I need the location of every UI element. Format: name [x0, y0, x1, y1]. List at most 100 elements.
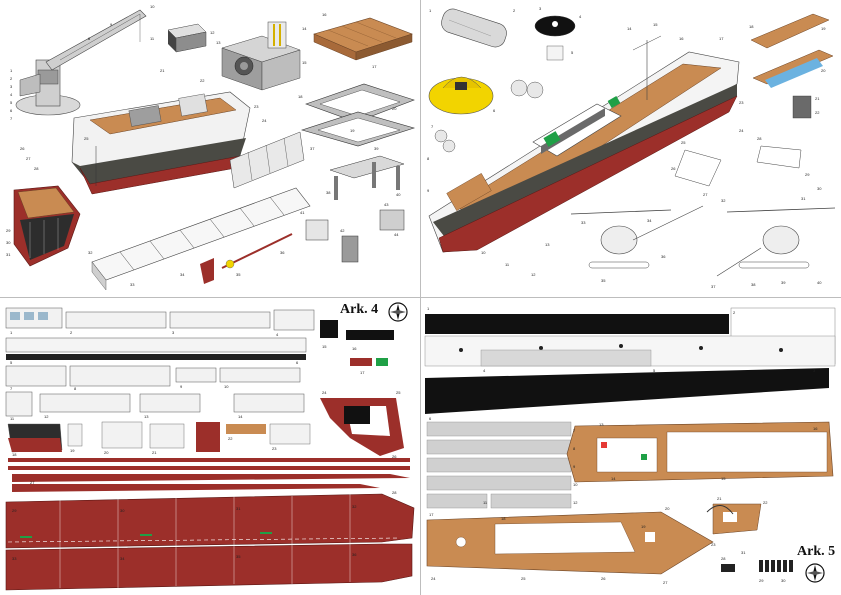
part-number: 36	[280, 250, 285, 255]
part-number: 8	[74, 386, 77, 391]
part-number: 33	[581, 220, 586, 225]
sheet-label: Ark. 5	[797, 544, 836, 559]
part-number: 5	[653, 368, 656, 373]
part-number: 19	[821, 26, 826, 31]
part-number: 14	[238, 414, 243, 419]
hull-side-panels	[5, 493, 415, 591]
part-number: 10	[150, 4, 155, 9]
part-number: 33	[12, 556, 17, 561]
part-number: 7	[10, 386, 13, 391]
part-number: 36	[661, 254, 666, 259]
part-number: 25	[521, 576, 526, 581]
part-number: 31	[236, 506, 241, 511]
part-number: 9	[427, 188, 430, 193]
part-number: 37	[711, 284, 716, 289]
part-number: 26	[392, 454, 397, 459]
part-number: 2	[70, 330, 73, 335]
part-number: 12	[531, 272, 536, 277]
part-number: 9	[573, 464, 576, 469]
part-number: 40	[817, 280, 822, 285]
part-number: 25	[84, 136, 89, 141]
hull-strips	[8, 458, 410, 492]
part-number: 31	[741, 550, 746, 555]
part-number: 13	[144, 414, 149, 419]
parts-sheet-ark4-drawing: 1 2 3 4 5 6 7 8 9 10 11 12 13 14 15 16 1…	[5, 307, 415, 591]
part-number: 17	[372, 64, 377, 69]
part-number: 37	[310, 146, 315, 151]
part-number: 27	[663, 580, 668, 585]
part-number-labels: 1 2 3 4 5 6 7 8 9 10 11 12 13 14 15 16 1…	[6, 4, 401, 287]
compass-seal-icon	[805, 563, 825, 583]
part-number: 31	[801, 196, 806, 201]
part-number: 34	[647, 218, 652, 223]
part-number: 28	[757, 136, 762, 141]
part-number: 23	[739, 100, 744, 105]
part-number: 35	[601, 278, 606, 283]
part-number: 14	[302, 26, 307, 31]
part-number: 26	[20, 146, 25, 151]
part-number: 2	[513, 8, 516, 13]
part-number: 25	[396, 390, 401, 395]
wooden-deck-upper	[566, 421, 834, 483]
part-number: 7	[10, 116, 13, 121]
crane-assembly	[15, 9, 147, 116]
part-number: 22	[815, 110, 820, 115]
assembly-diagram-ship-drawing: 1 2 3 4 5 6 7 8 9 10 11 12 13 14 15 16 1…	[427, 6, 836, 289]
helicopter-2	[674, 145, 836, 277]
part-number: 28	[34, 166, 39, 171]
part-number: 3	[10, 84, 13, 89]
part-number: 17	[719, 36, 724, 41]
part-number: 21	[815, 96, 820, 101]
helicopter-1	[570, 205, 704, 269]
gantry-frame	[305, 155, 405, 263]
part-number: 29	[759, 578, 764, 583]
part-number: 11	[10, 416, 15, 421]
superstructure-walls	[5, 307, 394, 417]
part-number: 24	[431, 576, 436, 581]
parts-sheet-ark5: 1 2 3 4 5 6 7 8 9 10 11 12 13 14 15 16 1…	[421, 298, 841, 595]
part-number: 10	[481, 250, 486, 255]
part-number: 11	[505, 262, 510, 267]
part-number: 22	[200, 78, 205, 83]
part-number: 20	[392, 106, 397, 111]
red-hull-pieces	[7, 398, 404, 456]
wooden-hatch	[313, 17, 413, 61]
part-number: 2	[10, 76, 13, 81]
part-number: 20	[665, 506, 670, 511]
part-number: 27	[30, 480, 35, 485]
part-number: 18	[501, 516, 506, 521]
part-number: 12	[210, 30, 215, 35]
part-number: 1	[429, 8, 432, 13]
part-number: 9	[110, 22, 113, 27]
part-number: 12	[573, 500, 578, 505]
part-number: 14	[611, 476, 616, 481]
part-number: 6	[10, 108, 13, 113]
part-number: 3	[539, 6, 542, 11]
part-number: 16	[813, 426, 818, 431]
compass-seal-icon	[388, 302, 408, 322]
part-number: 32	[721, 198, 726, 203]
part-number: 30	[120, 508, 125, 513]
part-number: 32	[88, 250, 93, 255]
lifeboats	[750, 13, 834, 119]
part-number: 10	[573, 482, 578, 487]
bow-section	[13, 185, 81, 267]
part-number: 14	[627, 26, 632, 31]
part-number: 39	[374, 146, 379, 151]
black-strips	[424, 307, 836, 414]
part-number: 22	[228, 436, 233, 441]
part-number: 30	[6, 240, 11, 245]
part-number: 4	[483, 368, 486, 373]
part-number: 21	[717, 496, 722, 501]
parts-sheet-ark4: 1 2 3 4 5 6 7 8 9 10 11 12 13 14 15 16 1…	[0, 298, 420, 595]
part-number: 16	[352, 346, 357, 351]
part-number: 18	[749, 24, 754, 29]
part-number: 8	[427, 156, 430, 161]
part-number: 19	[70, 448, 75, 453]
part-number: 39	[781, 280, 786, 285]
frame-assembly	[91, 131, 311, 291]
wooden-deck-lower	[426, 503, 762, 575]
part-number: 12	[44, 414, 49, 419]
part-number: 9	[180, 384, 183, 389]
machinery-block	[221, 21, 301, 91]
